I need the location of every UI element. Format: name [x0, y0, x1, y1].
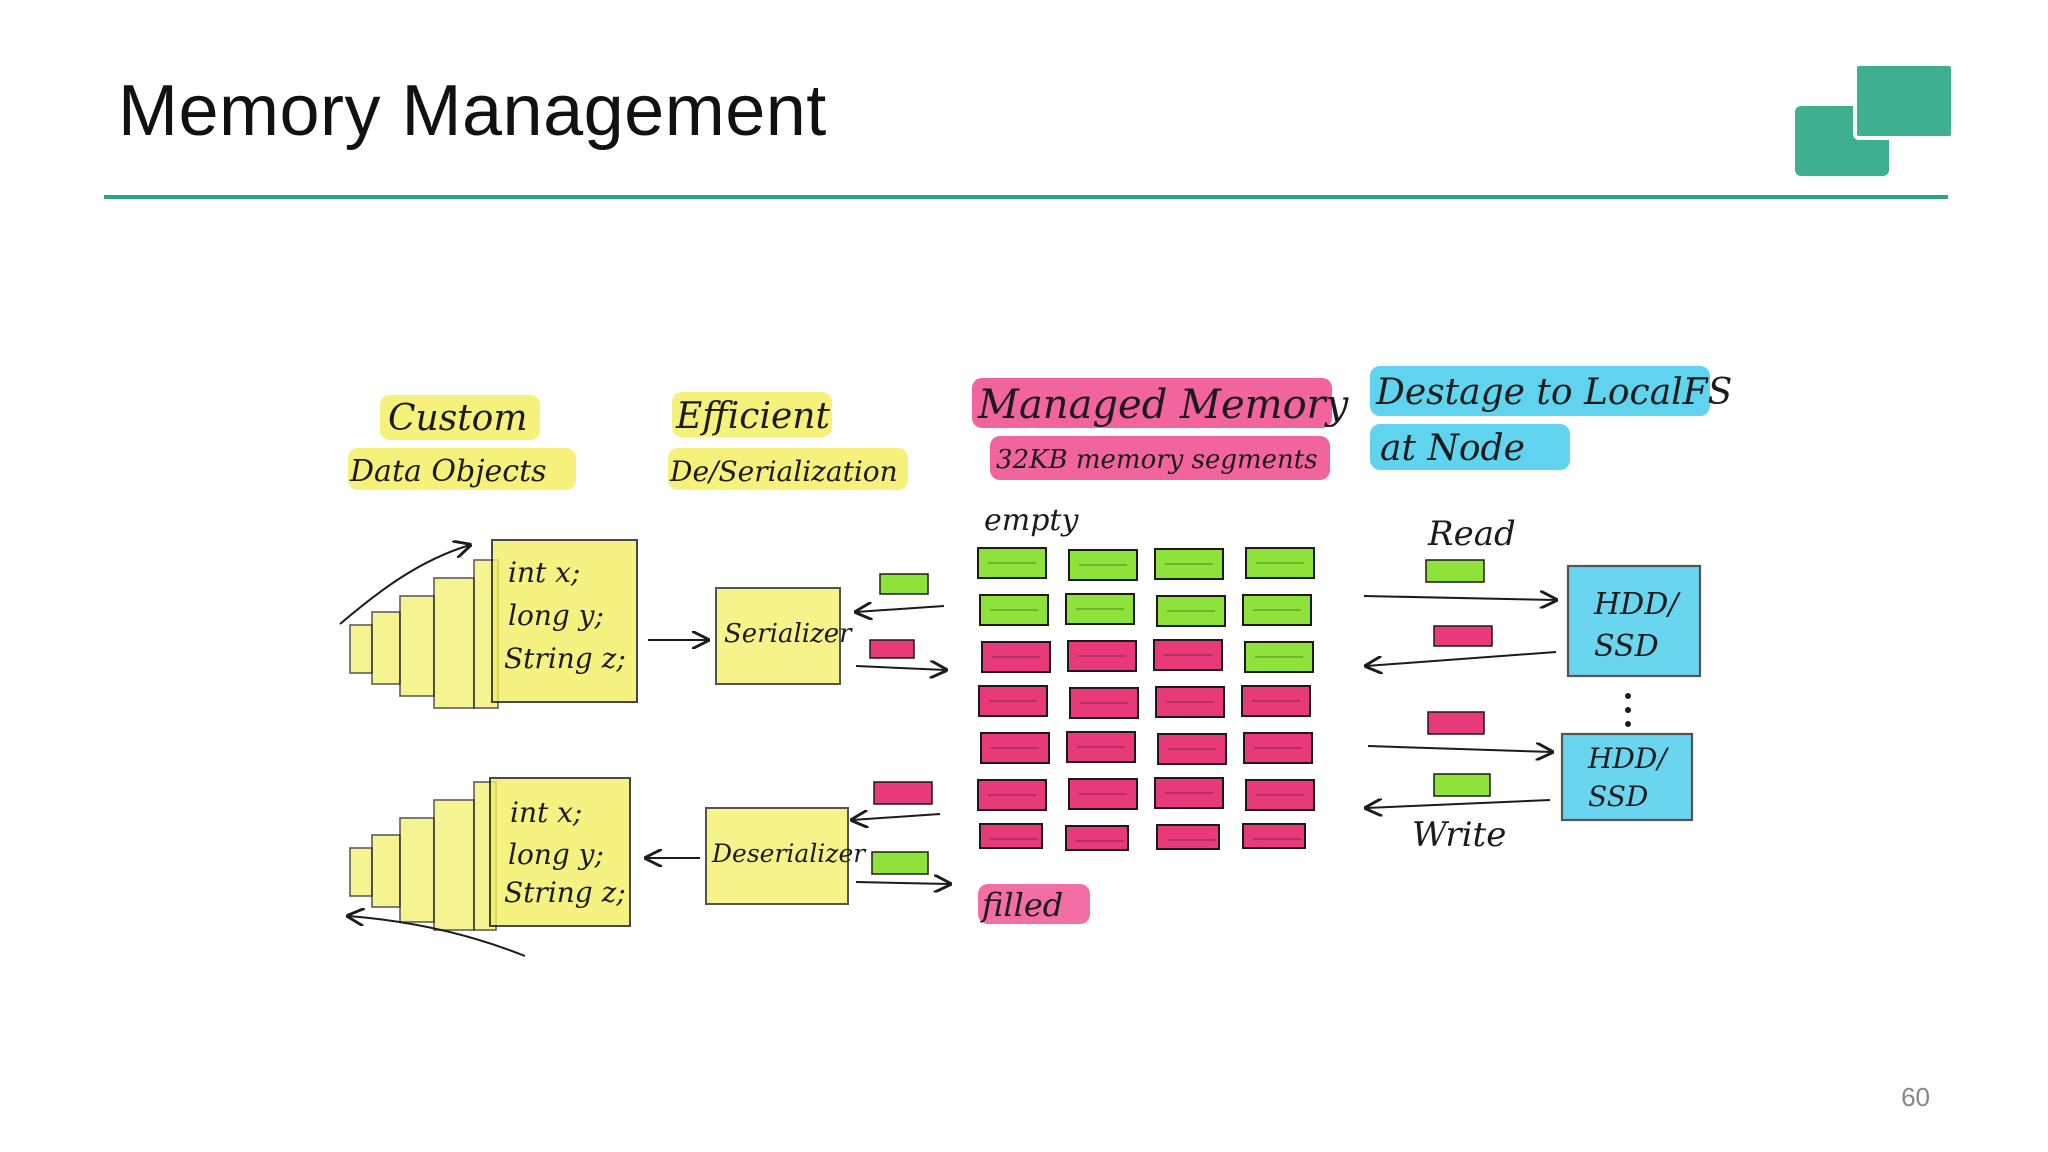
highlight-filled [978, 884, 1090, 924]
code-top-line2: long y; [508, 599, 604, 632]
label-memory-segments: 32KB memory segments [996, 445, 1318, 475]
label-managed-memory: Managed Memory [977, 382, 1350, 428]
disk-top-line1: HDD/ [1593, 587, 1681, 622]
label-read: Read [1427, 514, 1516, 554]
disk-bottom-line1: HDD/ [1587, 742, 1669, 775]
ellipsis-dots [1625, 693, 1631, 727]
write-block-green [1433, 773, 1491, 797]
slide-title: Memory Management [118, 71, 827, 151]
label-empty: empty [984, 503, 1079, 538]
page-number: 60 [1901, 1082, 1930, 1112]
highlight-at-node [1370, 424, 1570, 470]
read-block-green [1425, 559, 1485, 583]
segment-block-out-green [871, 851, 929, 875]
label-write: Write [1412, 815, 1506, 855]
segment-grid [977, 547, 1315, 851]
deserializer-box: Deserializer [705, 807, 867, 905]
title-divider [104, 195, 1948, 199]
disk-bottom: HDD/ SSD [1560, 732, 1694, 822]
memory-segment-pink [1156, 824, 1220, 850]
label-data-objects: Data Objects [349, 454, 547, 489]
write-block-pink [1427, 711, 1485, 735]
disk-top-line2: SSD [1594, 629, 1659, 664]
code-bottom-line1: int x; [510, 796, 582, 829]
highlight-segments [990, 436, 1330, 480]
segment-block-in-pink [873, 781, 933, 805]
highlight-custom [380, 395, 540, 440]
code-bottom-line3: String z; [504, 876, 626, 909]
highlight-deserialization [668, 448, 908, 490]
logo [1795, 62, 1955, 178]
label-custom: Custom [388, 398, 527, 439]
label-destage: Destage to LocalFS [1375, 372, 1732, 413]
highlight-managed-memory [972, 378, 1332, 428]
logo-square-upper [1853, 62, 1955, 140]
serializer-box: Serializer [715, 587, 853, 685]
memory-segment-pink [1242, 823, 1306, 849]
memory-segment-pink [1065, 825, 1129, 851]
disk-bottom-line2: SSD [1588, 780, 1648, 813]
code-top-line3: String z; [504, 642, 626, 675]
segment-block-in-green [879, 573, 929, 595]
code-top-line1: int x; [508, 556, 580, 589]
label-deserialization: De/Serialization [669, 455, 898, 488]
disk-top: HDD/ SSD [1566, 564, 1702, 678]
data-object-top: int x; long y; String z; [339, 539, 638, 709]
highlight-efficient [672, 392, 832, 437]
data-object-bottom: int x; long y; String z; [348, 777, 631, 957]
highlight-destage [1370, 366, 1710, 416]
memory-segment-pink [979, 823, 1043, 849]
deserializer-label: Deserializer [711, 839, 867, 868]
code-bottom-line2: long y; [508, 838, 604, 871]
segment-block-out-pink [869, 639, 915, 659]
label-at-node: at Node [1380, 428, 1525, 469]
label-filled: filled [980, 886, 1063, 924]
label-efficient: Efficient [675, 396, 830, 437]
read-block-pink [1433, 625, 1493, 647]
serializer-label: Serializer [724, 619, 853, 649]
highlight-data-objects [348, 448, 576, 490]
